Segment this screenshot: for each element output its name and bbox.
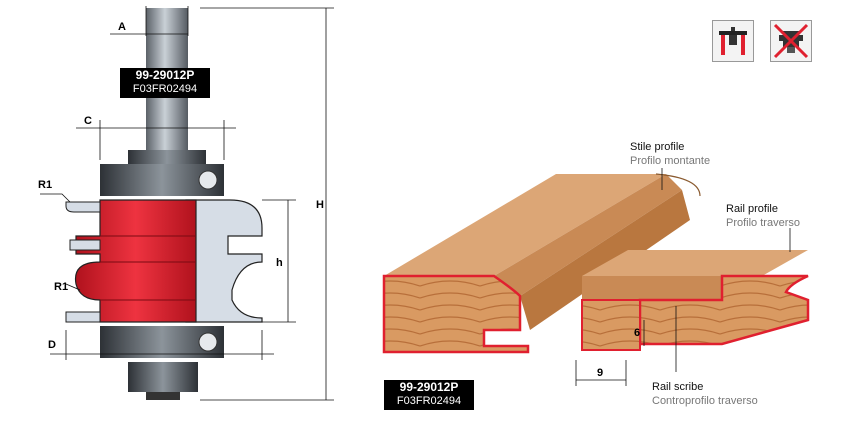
- rail-scribe-face: [581, 299, 641, 351]
- upper-ball: [198, 170, 218, 190]
- callout-scribe-en: Rail scribe: [652, 381, 704, 393]
- product-code-box-joint: 99-29012P F03FR02494: [384, 380, 474, 410]
- stile-top: [384, 174, 666, 276]
- joint-dimensions: [575, 168, 791, 386]
- callout-scribe-it: Controprofilo traverso: [652, 395, 758, 407]
- left-insert-2: [65, 311, 101, 323]
- stile-front: [382, 274, 530, 354]
- dim-c-label: C: [84, 115, 92, 127]
- dim-h-label: H: [316, 199, 324, 211]
- left-insert: [65, 201, 101, 213]
- stile-groove: [494, 174, 682, 296]
- product-code: 99-29012P: [135, 68, 195, 82]
- rail-side: [582, 276, 762, 300]
- upper-collar: [128, 150, 206, 164]
- red-cutter: [74, 199, 197, 323]
- dim-r1-bottom-label: R1: [54, 281, 68, 293]
- dim-depth-label: 6: [634, 327, 640, 339]
- dimension-lines: [40, 6, 334, 401]
- dim-r1-top-label: R1: [38, 179, 52, 191]
- callout-stile-profile: Stile profile Profilo montante: [630, 140, 710, 168]
- callout-rail-profile: Rail profile Profilo traverso: [726, 202, 800, 230]
- router-table-icon: [712, 20, 754, 62]
- product-ref: F03FR02494: [132, 83, 198, 95]
- lower-ball: [198, 332, 218, 352]
- product-ref-joint: F03FR02494: [396, 395, 462, 407]
- no-handheld-router-icon: [770, 20, 812, 62]
- callout-rail-en: Rail profile: [726, 203, 778, 215]
- left-insert-3: [69, 239, 101, 251]
- rail-top: [582, 250, 808, 276]
- callout-rail-scribe: Rail scribe Controprofilo traverso: [652, 380, 758, 408]
- dim-d-label: D: [48, 339, 56, 351]
- product-code-joint: 99-29012P: [399, 380, 459, 394]
- lower-bearing: [100, 326, 224, 358]
- nut: [128, 362, 198, 392]
- upper-bearing: [100, 164, 224, 196]
- profile-insert: [185, 199, 263, 323]
- callout-stile-en: Stile profile: [630, 141, 685, 153]
- dim-width-label: 9: [597, 367, 603, 379]
- product-code-box-bit: 99-29012P F03FR02494: [120, 68, 210, 98]
- dim-a-label: A: [118, 21, 126, 33]
- callout-rail-it: Profilo traverso: [726, 217, 800, 229]
- callout-stile-it: Profilo montante: [630, 155, 711, 167]
- dim-h-small-label: h: [276, 257, 283, 269]
